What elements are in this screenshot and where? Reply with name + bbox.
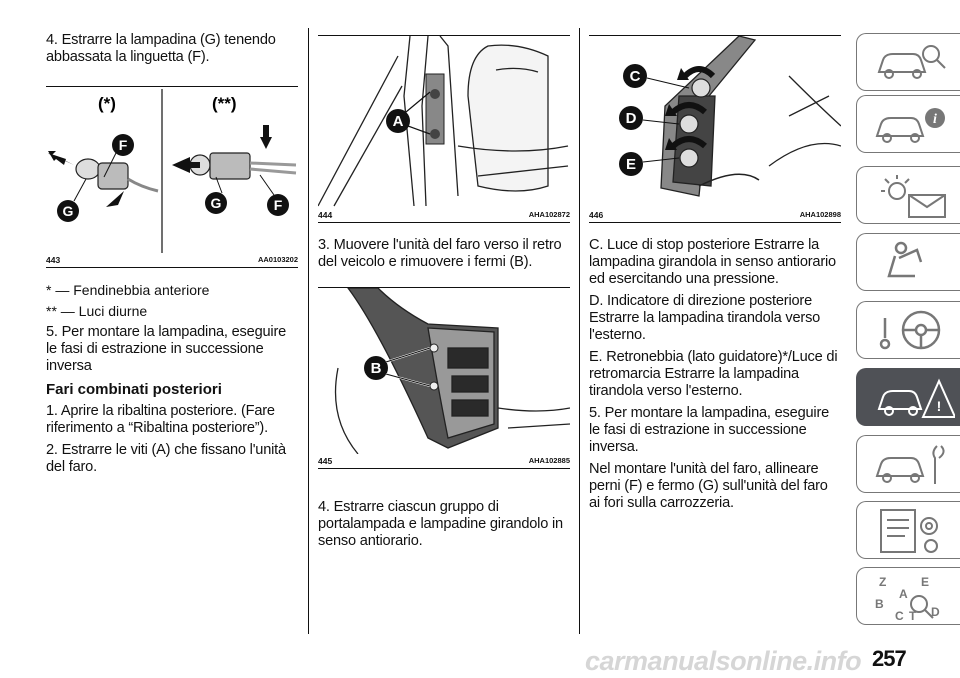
svg-text:F: F [274,197,283,213]
svg-text:D: D [931,605,940,619]
column-3: C D E 446 AHA102898 C. Luce di stop post… [589,0,841,517]
callout-e: E [626,156,636,173]
figure-446-caption: 446 AHA102898 [589,208,841,222]
footnote-drl: ** — Luci diurne [46,303,148,319]
figure-number: 445 [318,456,333,466]
tab-car-warning[interactable]: ! [856,368,960,426]
tab-car-service[interactable] [856,435,960,493]
svg-text:i: i [933,112,937,127]
column-divider [579,28,580,634]
tab-car-search[interactable] [856,33,960,91]
step-4-text: 4. Estrarre ciascun gruppo di portalampa… [318,499,563,549]
tab-steering-key[interactable] [856,301,960,359]
car-search-icon [877,45,946,79]
page-number: 257 [872,646,907,671]
svg-text:B: B [875,597,884,611]
car-service-icon [875,445,945,484]
item-e-text: E. Retronebbia (lato guidatore)*/Luce di… [589,349,838,399]
svg-text:G: G [211,195,222,211]
callout-b: B [371,360,382,377]
tail-light-clips-illustration: B [334,288,570,454]
column-2: A 444 AHA102872 3. Muovere l'unità del f… [318,0,570,555]
figure-code: AHA102898 [799,210,841,219]
figure-443-caption: 443 AA0103202 [46,253,298,267]
bulb-holders-illustration: C D E [619,36,841,197]
callout-d: D [626,110,637,127]
watermark: carmanualsonline.info [585,646,862,676]
figure-number: 443 [46,255,61,265]
svg-text:G: G [63,203,74,219]
step-5-text: 5. Per montare la lampadina, eseguire le… [589,405,830,455]
figure-445: B 445 AHA102885 [318,287,570,469]
svg-text:T: T [909,609,917,623]
figure-443: (*) (**) F [46,86,298,268]
figure-code: AHA102872 [528,210,570,219]
final-instruction: Nel montare l'unità del faro, allineare … [589,461,828,511]
figure-code: AHA102885 [528,456,570,465]
item-c-text: C. Luce di stop posteriore Estrarre la l… [589,237,836,287]
tab-lights-message[interactable] [856,166,960,224]
svg-text:A: A [899,587,908,601]
tab-document-gear[interactable] [856,501,960,559]
svg-text:Z: Z [879,575,886,589]
label-right: (**) [212,94,237,113]
car-warning-icon: ! [877,378,955,418]
car-info-icon: i [875,108,945,143]
callout-c: C [630,68,641,85]
step-1-text: 1. Aprire la ribaltina posteriore. (Fare… [46,403,275,436]
figure-446: C D E 446 AHA102898 [589,35,841,223]
seat-airbag-icon [887,241,923,278]
section-heading: Fari combinati posteriori [46,381,222,398]
step-3-text: 3. Muovere l'unità del faro verso il ret… [318,237,562,270]
callout-a: A [393,113,404,130]
column-divider [308,28,309,634]
fog-drl-bulb-illustration: (*) (**) F [48,89,297,253]
step-5-text: 5. Per montare la lampadina, eseguire le… [46,324,287,374]
lights-message-icon [881,175,946,218]
svg-text:!: ! [937,398,942,414]
document-gear-icon [880,509,938,553]
figure-445-caption: 445 AHA102885 [318,454,570,468]
steering-key-icon [879,310,941,350]
figure-code: AA0103202 [257,255,298,264]
column-1: 4. Estrarre la lampadina (G) tenendo abb… [46,0,298,481]
tab-seat-airbag[interactable] [856,233,960,291]
item-d-text: D. Indicatore di direzione posteriore Es… [589,293,821,343]
figure-number: 446 [589,210,604,220]
tab-car-info[interactable]: i [856,95,960,153]
figure-444-caption: 444 AHA102872 [318,208,570,222]
step-4-text: 4. Estrarre la lampadina (G) tenendo abb… [46,32,276,65]
figure-444: A 444 AHA102872 [318,35,570,223]
svg-text:E: E [921,575,929,589]
step-2-text: 2. Estrarre le viti (A) che fissano l'un… [46,442,286,475]
tailgate-screws-illustration: A [318,36,569,207]
figure-number: 444 [318,210,333,220]
svg-text:C: C [895,609,904,623]
footnote-fog: * — Fendinebbia anteriore [46,282,210,298]
label-left: (*) [98,94,116,113]
svg-text:F: F [119,137,128,153]
